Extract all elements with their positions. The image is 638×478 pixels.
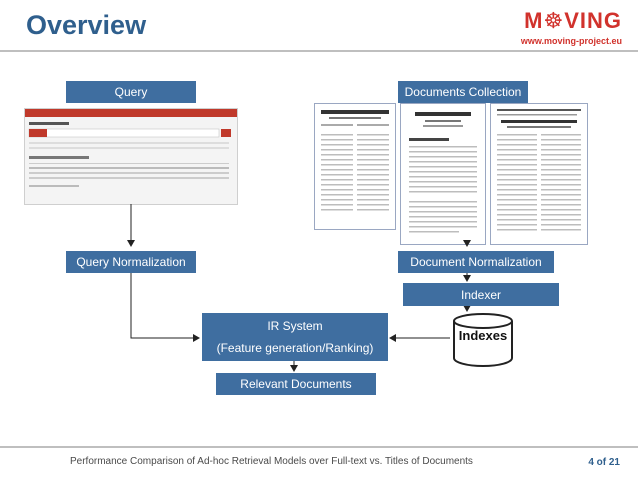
footer-text: Performance Comparison of Ad-hoc Retriev… (70, 456, 473, 467)
indexes-label: Indexes (458, 328, 508, 343)
ir-system-detail: (Feature generation/Ranking) (216, 341, 374, 355)
document-page-image-2 (409, 112, 477, 233)
indexer-box: Indexer (403, 283, 559, 306)
footer-rule (0, 446, 638, 448)
document-thumbnail-3 (490, 103, 588, 245)
moving-logo: M☸VING www.moving-project.eu (512, 8, 622, 46)
document-normalization-label: Document Normalization (410, 255, 542, 269)
logo-url: www.moving-project.eu (520, 36, 622, 46)
relevant-documents-box: Relevant Documents (216, 373, 376, 395)
document-normalization-box: Document Normalization (398, 251, 554, 273)
query-label: Query (114, 85, 148, 99)
page-number: 4 of 21 (588, 457, 620, 468)
document-page-image-3 (497, 109, 581, 231)
header-rule (0, 50, 638, 52)
ir-system-box: IR System (Feature generation/Ranking) (202, 313, 388, 361)
documents-collection-box: Documents Collection (398, 81, 528, 103)
query-normalization-label: Query Normalization (76, 255, 186, 269)
relevant-documents-label: Relevant Documents (240, 377, 352, 391)
query-box: Query (66, 81, 196, 103)
document-thumbnail-1 (314, 103, 396, 230)
document-thumbnail-2 (400, 103, 486, 245)
arrow-query-norm-to-ir (130, 273, 200, 342)
query-interface-screenshot (24, 108, 238, 205)
documents-collection-label: Documents Collection (404, 85, 522, 99)
indexes-cylinder (453, 313, 513, 367)
slide-title: Overview (26, 10, 147, 40)
logo-word: M☸VING (524, 8, 622, 33)
query-interface-image (25, 109, 237, 187)
ir-system-label: IR System (267, 319, 323, 333)
query-normalization-box: Query Normalization (66, 251, 196, 273)
indexer-label: Indexer (460, 287, 502, 302)
document-page-image-1 (321, 110, 389, 211)
